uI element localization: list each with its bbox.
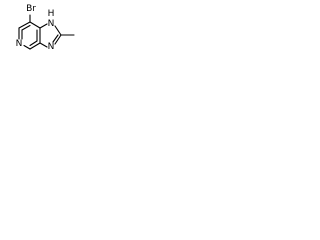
chemical-structure-diagram: Br H N N N [16,4,75,52]
bond-c3a-c4 [29,42,41,50]
bond-c6-c7 [18,21,31,29]
atom-label-bromine: Br [26,4,36,14]
bond-c4-n5 [23,44,31,50]
bond-n1-c2 [54,25,62,36]
bond-c7-c7a [29,21,41,29]
bond-c3a-c4-inner [29,40,38,47]
atom-label-imidazole-n-bottom: N [48,42,55,52]
atom-label-pyridine-n: N [16,39,23,49]
bond-c2-n3-inner [52,34,59,43]
bond-n3-c3a [39,42,48,48]
bond-c6-c7-inner [21,24,31,31]
bond-c7a-n1 [39,23,48,29]
atom-label-imidazole-n-top: N [48,19,55,29]
bond-c2-n3 [54,34,62,45]
atom-label-nh-hydrogen: H [48,9,55,19]
